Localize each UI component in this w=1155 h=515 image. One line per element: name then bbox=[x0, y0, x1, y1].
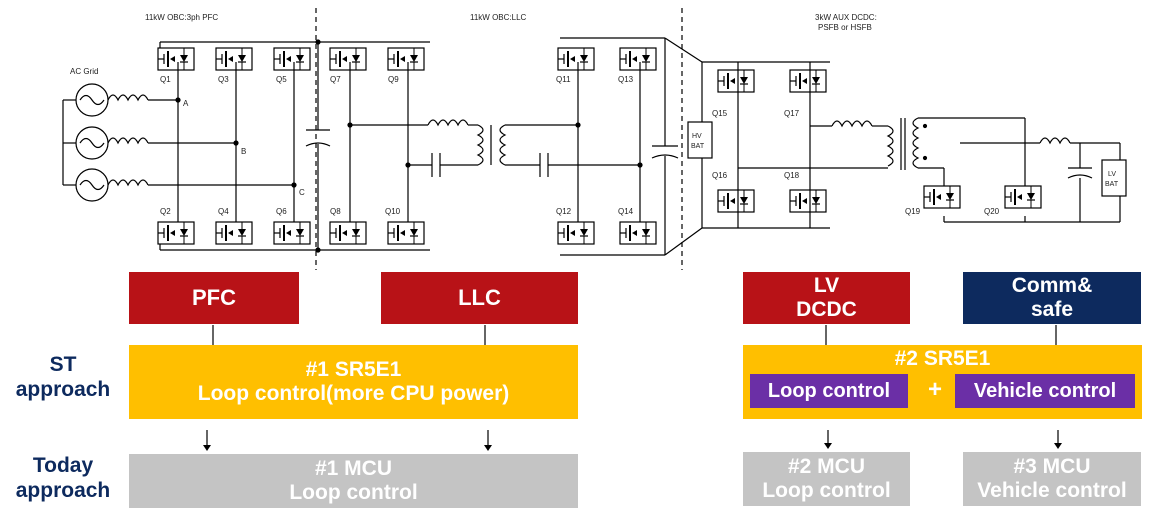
arrow-down-icon bbox=[203, 445, 211, 451]
llc-primary-transistors bbox=[329, 47, 425, 245]
mcu-1-subtitle: Loop control bbox=[289, 481, 418, 504]
circuit-wiring bbox=[62, 8, 1127, 270]
llc-block: LLC bbox=[381, 272, 578, 324]
q18-label: Q18 bbox=[784, 171, 800, 180]
today-approach-label-line1: Today bbox=[32, 454, 94, 477]
llc-block-label: LLC bbox=[458, 285, 501, 311]
node-b-label: B bbox=[241, 147, 246, 156]
mcu-1-title: #1 MCU bbox=[314, 456, 393, 480]
pfc-transistors bbox=[157, 47, 311, 245]
mcu-3-subtitle: Vehicle control bbox=[977, 479, 1127, 502]
section-aux-label-line2: PSFB or HSFB bbox=[818, 23, 872, 32]
section-aux-label-line1: 3kW AUX DCDC: bbox=[815, 13, 877, 22]
q2-label: Q2 bbox=[160, 207, 171, 216]
q5-label: Q5 bbox=[276, 75, 287, 84]
q1-label: Q1 bbox=[160, 75, 171, 84]
loop-control-sub-block: Loop control bbox=[750, 374, 908, 408]
llc-secondary-transistors bbox=[557, 47, 657, 245]
pfc-block: PFC bbox=[129, 272, 299, 324]
section-llc-label: 11kW OBC:LLC bbox=[470, 13, 527, 22]
q17-label: Q17 bbox=[784, 109, 800, 118]
q14-label: Q14 bbox=[618, 207, 634, 216]
node-a-label: A bbox=[183, 99, 189, 108]
comm-safe-label-line2: safe bbox=[1030, 298, 1074, 321]
q3-label: Q3 bbox=[218, 75, 229, 84]
lv-bat-label-line2: BAT bbox=[1105, 181, 1119, 188]
q19-label: Q19 bbox=[905, 207, 921, 216]
mcu-2-title: #2 MCU bbox=[787, 454, 866, 478]
arrow-down-icon bbox=[824, 443, 832, 449]
plus-sign: + bbox=[928, 376, 943, 403]
mcu-1-block: #1 MCU Loop control bbox=[129, 454, 578, 508]
sr5e1-2-title: #2 SR5E1 bbox=[894, 347, 991, 370]
vehicle-control-sub-block: Vehicle control bbox=[955, 374, 1135, 408]
q12-label: Q12 bbox=[556, 207, 572, 216]
q16-label: Q16 bbox=[712, 171, 728, 180]
pfc-block-label: PFC bbox=[192, 285, 236, 311]
lv-bat-label-line1: LV bbox=[1108, 171, 1116, 178]
aux-dcdc-transistors bbox=[717, 69, 1042, 213]
q20-label: Q20 bbox=[984, 207, 1000, 216]
mcu-3-title: #3 MCU bbox=[1013, 454, 1091, 478]
loop-control-label: Loop control bbox=[767, 379, 891, 402]
sr5e1-1-title: #1 SR5E1 bbox=[305, 357, 402, 381]
vehicle-control-label: Vehicle control bbox=[973, 379, 1117, 402]
section-pfc-label: 11kW OBC:3ph PFC bbox=[145, 13, 218, 22]
q11-label: Q11 bbox=[556, 75, 571, 84]
lv-dcdc-block: LV DCDC bbox=[743, 272, 910, 324]
q13-label: Q13 bbox=[618, 75, 634, 84]
st-approach-label: ST approach bbox=[4, 352, 122, 402]
q15-label: Q15 bbox=[712, 109, 728, 118]
power-circuit-schematic: 11kW OBC:3ph PFC 11kW OBC:LLC 3kW AUX DC… bbox=[62, 8, 1127, 270]
mcu-3-block: #3 MCU Vehicle control bbox=[963, 452, 1141, 506]
today-approach-label-line2: approach bbox=[15, 479, 111, 503]
mcu-2-block: #2 MCU Loop control bbox=[743, 452, 910, 506]
q10-label: Q10 bbox=[385, 207, 401, 216]
hv-bat-label-line1: HV bbox=[692, 133, 702, 140]
ac-grid-label: AC Grid bbox=[70, 67, 98, 76]
node-c-label: C bbox=[299, 188, 305, 197]
hv-bat-label-line2: BAT bbox=[691, 143, 705, 150]
st-approach-label-line2: approach bbox=[15, 378, 111, 402]
st-approach-label-line1: ST bbox=[49, 353, 77, 376]
q4-label: Q4 bbox=[218, 207, 229, 216]
comm-safe-block: Comm& safe bbox=[963, 272, 1141, 324]
comm-safe-label-line1: Comm& bbox=[1011, 273, 1093, 297]
q9-label: Q9 bbox=[388, 75, 399, 84]
lv-dcdc-label-line1: LV bbox=[813, 273, 840, 297]
arrow-down-icon bbox=[484, 445, 492, 451]
q8-label: Q8 bbox=[330, 207, 341, 216]
sr5e1-1-subtitle: Loop control(more CPU power) bbox=[197, 382, 510, 405]
today-approach-label: Today approach bbox=[4, 453, 122, 503]
lv-dcdc-label-line2: DCDC bbox=[796, 298, 857, 321]
q6-label: Q6 bbox=[276, 207, 287, 216]
arrow-down-icon bbox=[1054, 443, 1062, 449]
mcu-2-subtitle: Loop control bbox=[762, 479, 891, 502]
sr5e1-1-block: #1 SR5E1 Loop control(more CPU power) bbox=[129, 345, 578, 419]
q7-label: Q7 bbox=[330, 75, 341, 84]
